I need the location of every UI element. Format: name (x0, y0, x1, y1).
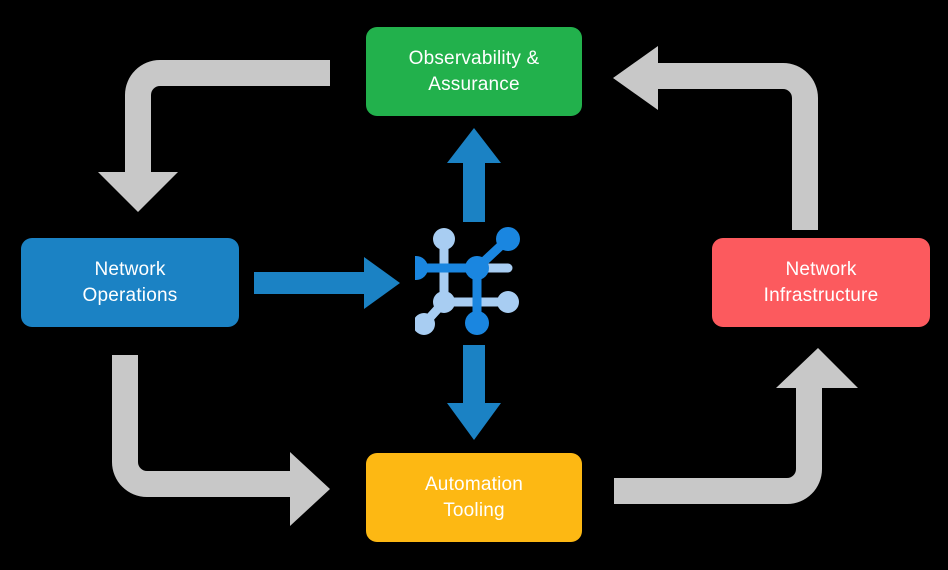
node-network-operations[interactable]: Network Operations (21, 238, 239, 327)
network-hub-icon (415, 227, 520, 335)
arrow-operations-to-automation (112, 355, 330, 526)
hub-dark-nodes (415, 227, 520, 335)
node-network-infrastructure[interactable]: Network Infrastructure (712, 238, 930, 327)
node-observability-assurance[interactable]: Observability & Assurance (366, 27, 582, 116)
hub-dark-links (415, 234, 513, 328)
arrow-hub-to-automation (447, 345, 501, 440)
arrow-operations-to-hub (254, 257, 400, 309)
arrow-observability-to-operations (98, 60, 330, 212)
arrow-infrastructure-to-observability (613, 46, 818, 230)
arrow-hub-to-observability (447, 128, 501, 222)
node-automation-tooling[interactable]: Automation Tooling (366, 453, 582, 542)
hub-light-nodes (415, 228, 519, 335)
arrow-automation-to-infrastructure (614, 348, 858, 504)
